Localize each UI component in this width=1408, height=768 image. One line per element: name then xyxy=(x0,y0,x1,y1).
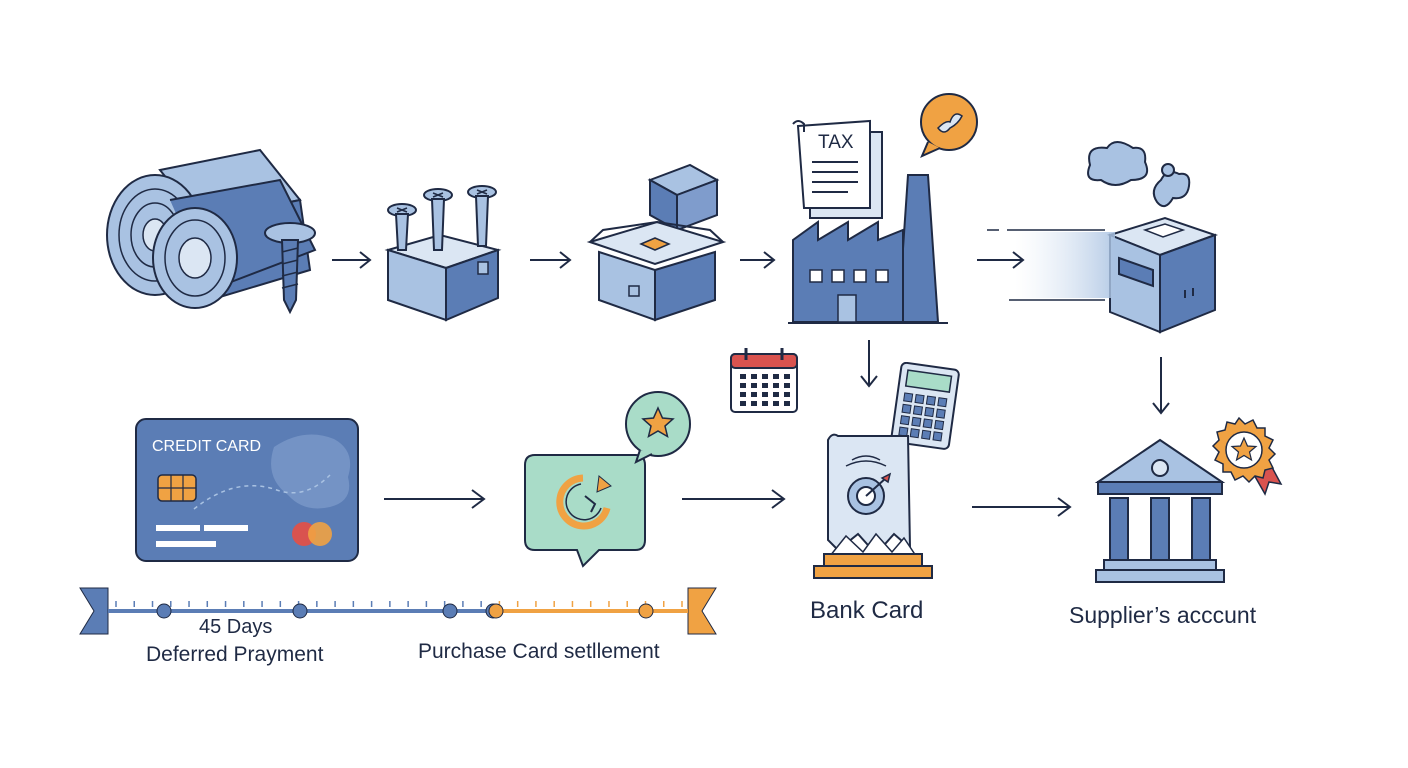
credit-card-label: CREDIT CARD xyxy=(152,438,261,455)
deferred-payment-label: Deferred Prayment xyxy=(146,643,324,666)
arrow-box-to-factory xyxy=(740,251,776,269)
calculator-key xyxy=(899,415,911,426)
calendar-day xyxy=(751,374,757,379)
arrow-bankcard-to-bank xyxy=(972,497,1072,517)
calculator-key xyxy=(932,431,943,442)
motion-lines xyxy=(987,229,1115,301)
calculator-key xyxy=(912,405,924,416)
calendar-day xyxy=(773,383,779,388)
arrow-screws-to-box xyxy=(530,251,572,269)
calendar-day xyxy=(784,392,790,397)
calendar-day xyxy=(740,392,746,397)
settlement-label: Purchase Card setllement xyxy=(418,640,660,663)
calendar-day xyxy=(762,401,768,406)
arrow-factory-to-shipping xyxy=(977,251,1025,269)
calculator-key xyxy=(909,428,920,439)
bank-card-award-icon xyxy=(813,433,933,579)
calculator-key xyxy=(934,419,945,431)
bank-building-icon xyxy=(1094,438,1226,583)
calendar-day xyxy=(784,401,790,406)
calendar-day xyxy=(773,374,779,379)
badge-ribbon-icon xyxy=(1211,416,1283,496)
timeline xyxy=(79,587,717,635)
calculator-key xyxy=(935,408,946,419)
timeline-marker xyxy=(488,603,504,619)
star-bubble-icon xyxy=(625,391,691,464)
calendar-day xyxy=(762,374,768,379)
timeline-marker xyxy=(292,603,308,619)
calendar-icon xyxy=(730,348,798,413)
shipping-box-icon xyxy=(1087,141,1219,334)
calculator-key xyxy=(922,418,933,429)
timeline-marker xyxy=(442,603,458,619)
calendar-day xyxy=(784,374,790,379)
calendar-day xyxy=(751,401,757,406)
calculator-key xyxy=(937,397,948,408)
calendar-day xyxy=(751,383,757,388)
timeline-marker xyxy=(638,603,654,619)
calendar-day xyxy=(773,392,779,397)
bank-card-label: Bank Card xyxy=(810,597,924,624)
screws-box-icon xyxy=(384,185,502,322)
calendar-day xyxy=(740,383,746,388)
arrow-coils-to-screws xyxy=(332,251,372,269)
tax-label: TAX xyxy=(818,132,854,153)
calculator-key xyxy=(925,395,937,406)
calendar-day xyxy=(762,392,768,397)
timeline-marker xyxy=(156,603,172,619)
calendar-day xyxy=(740,401,746,406)
calendar-day xyxy=(740,374,746,379)
calendar-day xyxy=(773,401,779,406)
arrow-factory-down xyxy=(860,340,878,388)
arrow-refresh-to-bankcard xyxy=(682,489,786,509)
factory-icon xyxy=(788,174,948,324)
credit-card-icon: CREDIT CARD xyxy=(135,418,359,562)
days-label: 45 Days xyxy=(199,616,273,638)
calendar-day xyxy=(762,383,768,388)
steel-coils-icon xyxy=(106,148,317,315)
chat-bubble-icon xyxy=(920,93,978,158)
arrow-card-to-refresh xyxy=(384,489,486,509)
refresh-bubble-icon xyxy=(524,454,646,568)
calculator-icon xyxy=(890,362,960,450)
tax-document-icon: TAX xyxy=(792,119,883,219)
calculator-key xyxy=(924,406,935,418)
calculator-key xyxy=(914,393,925,405)
calculator-key xyxy=(903,392,914,403)
supplier-account-label: Supplier’s acccunt xyxy=(1069,602,1257,628)
open-box-icon xyxy=(586,163,727,322)
calendar-day xyxy=(784,383,790,388)
arrow-shipping-down xyxy=(1152,357,1170,415)
calendar-day xyxy=(751,392,757,397)
calculator-key xyxy=(921,429,932,440)
calculator-key xyxy=(911,416,922,427)
calculator-key xyxy=(901,403,912,414)
